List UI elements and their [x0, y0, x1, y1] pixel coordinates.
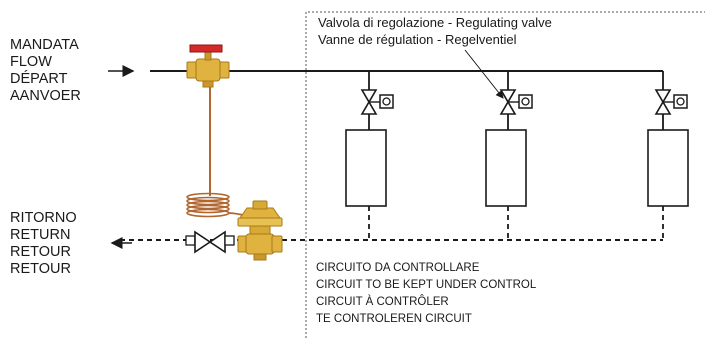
- circuit-boundary: [305, 11, 705, 338]
- differential-pressure-regulator-icon: [237, 200, 283, 261]
- flow-label-fr: DÉPART: [10, 70, 68, 87]
- flow-label-en: FLOW: [10, 54, 52, 70]
- circuit-label-it: CIRCUITO DA CONTROLLARE: [316, 262, 480, 274]
- branch-3: [647, 71, 689, 240]
- terminal-unit: [485, 129, 527, 207]
- return-label-nl: RETOUR: [10, 261, 71, 277]
- supply-ball-valve-icon: [186, 44, 230, 88]
- circuit-label-nl: TE CONTROLEREN CIRCUIT: [316, 313, 472, 325]
- callout-leader: [464, 49, 504, 99]
- flow-label-nl: AANVOER: [10, 88, 81, 104]
- circuit-label-fr: CIRCUIT À CONTRÔLER: [316, 295, 449, 308]
- branch-2: [485, 71, 533, 240]
- return-label-it: RITORNO: [10, 210, 77, 226]
- valve-callout-line1: Valvola di regolazione - Regulating valv…: [318, 15, 552, 30]
- return-label-fr: RETOUR: [10, 244, 71, 260]
- terminal-unit: [345, 129, 387, 207]
- valve-callout-line2: Vanne de régulation - Regelventiel: [318, 32, 517, 47]
- regulating-valve-icon: [360, 89, 394, 115]
- branch-1: [345, 71, 394, 240]
- return-label-en: RETURN: [10, 227, 70, 243]
- return-shutoff-valve-icon: [185, 230, 235, 254]
- capillary-coil-icon: [186, 192, 251, 219]
- circuit-label-en: CIRCUIT TO BE KEPT UNDER CONTROL: [316, 279, 537, 291]
- terminal-unit: [647, 129, 689, 207]
- regulating-valve-icon: [499, 89, 533, 115]
- regulating-valve-icon: [654, 89, 688, 115]
- flow-label-it: MANDATA: [10, 37, 79, 53]
